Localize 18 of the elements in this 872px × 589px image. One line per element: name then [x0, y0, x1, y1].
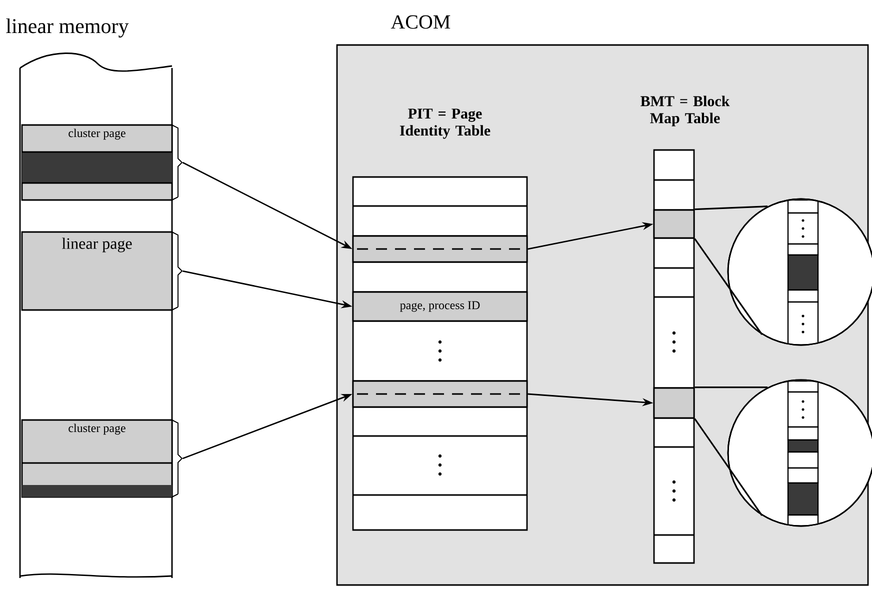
table-title: PIT = Page Identity Table [400, 108, 490, 139]
cluster-page-band: cluster page [21, 124, 183, 201]
strip-title: linear memory [6, 18, 129, 38]
table-row [653, 209, 695, 239]
magnifier-circle [727, 379, 872, 527]
box-title: ACOM [390, 15, 450, 29]
cluster-page-band: cluster page [21, 419, 183, 498]
magnifier-line [694, 386, 768, 388]
magnifier-line [694, 418, 763, 516]
magnifier-circle [727, 198, 872, 346]
table-row: page, process ID [352, 291, 528, 322]
table-row [352, 380, 528, 408]
table-row [352, 235, 528, 263]
magnifier-line [694, 206, 768, 210]
table-title: BMT = Block Map Table [640, 96, 730, 126]
linear-page-band: linear page [21, 231, 183, 311]
table-row [653, 387, 695, 419]
magnifier-line [694, 238, 763, 335]
